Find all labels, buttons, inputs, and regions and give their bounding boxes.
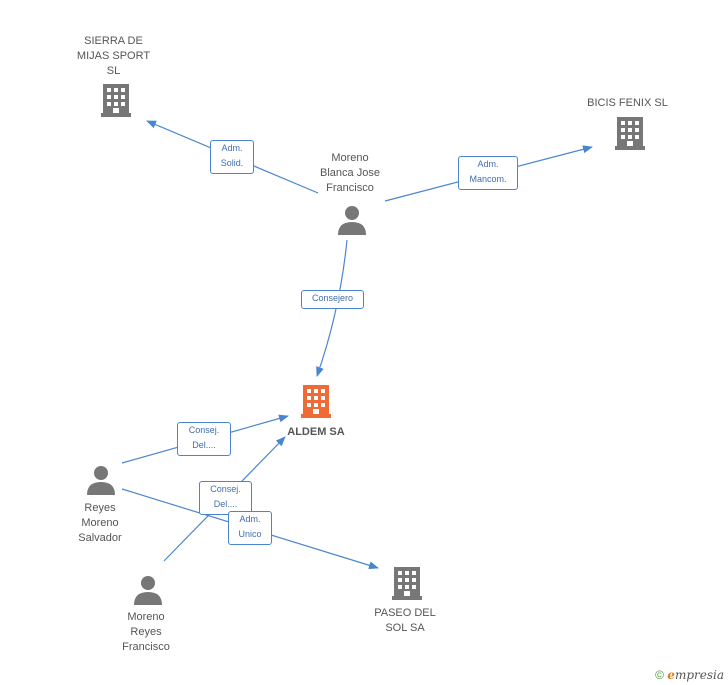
- edge-label-consej-del-1: Consej. Del....: [177, 422, 231, 456]
- copyright: © empresia: [655, 668, 724, 682]
- building-icon: [615, 117, 645, 150]
- person-icon: [87, 466, 115, 495]
- node-label-paseo[interactable]: PASEO DEL SOL SA: [374, 607, 436, 634]
- person-icon: [338, 206, 366, 235]
- edge-label-adm-unico: Adm. Unico: [228, 511, 272, 545]
- node-label-moreno-blanca[interactable]: Moreno Blanca Jose Francisco: [320, 152, 380, 194]
- node-label-sierra[interactable]: SIERRA DE MIJAS SPORT SL: [76, 35, 151, 77]
- building-icon: [101, 84, 131, 117]
- edge-label-consej-del-2: Consej. Del....: [199, 481, 252, 515]
- building-icon: [392, 567, 422, 600]
- copyright-symbol: ©: [655, 668, 664, 682]
- edge-label-adm-solid: Adm. Solid.: [210, 140, 254, 174]
- building-icon: [301, 385, 331, 418]
- brand-logo: empresia: [667, 668, 724, 682]
- person-icon: [134, 576, 162, 605]
- node-label-moreno-reyes[interactable]: Moreno Reyes Francisco: [122, 611, 170, 653]
- node-label-aldem[interactable]: ALDEM SA: [287, 426, 345, 438]
- node-label-bicis[interactable]: BICIS FENIX SL: [587, 97, 668, 109]
- edge-label-consejero: Consejero: [301, 290, 364, 309]
- edge-moreno-blanca-to-aldem: [316, 239, 348, 377]
- edge-label-adm-mancom: Adm. Mancom.: [458, 156, 518, 190]
- node-label-reyes-moreno[interactable]: Reyes Moreno Salvador: [78, 502, 122, 544]
